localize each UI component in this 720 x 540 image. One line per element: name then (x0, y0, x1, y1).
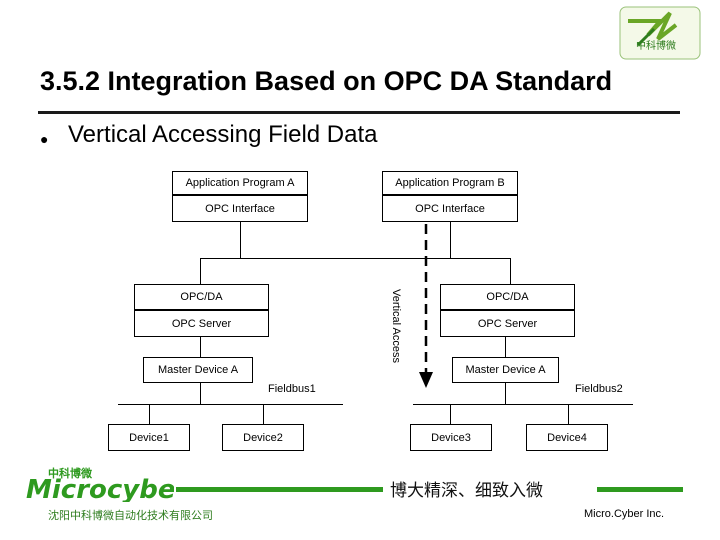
fieldbus2-label: Fieldbus2 (575, 383, 623, 395)
connector-device3 (450, 404, 451, 424)
connector-master-a (200, 337, 201, 357)
company-name-en: Micro.Cyber Inc. (584, 508, 665, 520)
network-bar (200, 258, 510, 259)
fieldbus2-line (413, 404, 633, 405)
connector-device4 (568, 404, 569, 424)
device1-box: Device1 (108, 424, 190, 451)
footer-green-bar-left (176, 487, 383, 492)
page-title: 3.5.2 Integration Based on OPC DA Standa… (40, 66, 613, 96)
connector-device2 (263, 404, 264, 424)
connector-device1 (149, 404, 150, 424)
connector-master-b (505, 337, 506, 357)
device2-box: Device2 (222, 424, 304, 451)
opc-interface-b-box: OPC Interface (382, 195, 518, 222)
section-subtitle: Vertical Accessing Field Data (68, 121, 378, 148)
opcda-a-box: OPC/DA (134, 284, 269, 310)
microcyber-logo: 中科博微 Microcyber (24, 466, 190, 505)
connector-server-b (510, 258, 511, 284)
app-program-a-box: Application Program A (172, 171, 308, 195)
fieldbus1-label: Fieldbus1 (268, 383, 316, 395)
opc-server-a-box: OPC Server (134, 310, 269, 337)
app-program-b-box: Application Program B (382, 171, 518, 195)
master-device-b-box: Master Device A (452, 357, 559, 383)
logo-text: 中科博微 (636, 39, 676, 52)
vertical-access-arrow (419, 224, 433, 388)
footer-green-bar-right (597, 487, 683, 492)
brand-cn: 中科博微 (48, 466, 93, 480)
title-divider (38, 111, 680, 114)
device4-box: Device4 (526, 424, 608, 451)
opc-server-b-box: OPC Server (440, 310, 575, 337)
fieldbus1-line (118, 404, 343, 405)
connector-server-a (200, 258, 201, 284)
connector-b-down (450, 222, 451, 258)
connector-a-down (240, 222, 241, 258)
bullet-icon: ● (40, 131, 49, 147)
brand-wordmark: Microcyber (26, 475, 174, 502)
company-slogan: 博大精深、细致入微 (390, 481, 543, 501)
connector-fieldbus2 (505, 383, 506, 404)
device3-box: Device3 (410, 424, 492, 451)
connector-fieldbus1 (200, 383, 201, 404)
vertical-access-label: Vertical Access (390, 289, 402, 363)
opc-interface-a-box: OPC Interface (172, 195, 308, 222)
opcda-b-box: OPC/DA (440, 284, 575, 310)
company-logo-corner: 中科博微 (618, 5, 702, 61)
company-name-cn: 沈阳中科博微自动化技术有限公司 (48, 510, 213, 522)
master-device-a-box: Master Device A (143, 357, 253, 383)
